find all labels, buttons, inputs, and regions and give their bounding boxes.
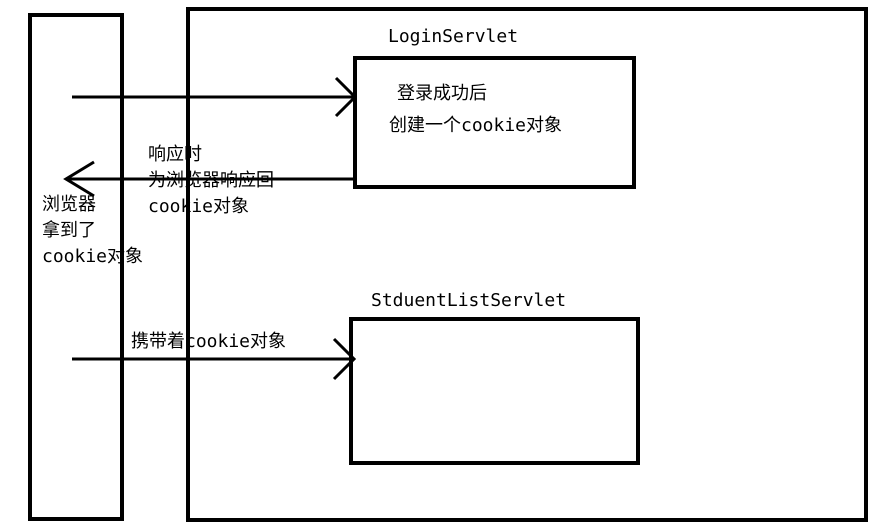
response-note-line-1: 响应时	[148, 144, 202, 165]
browser-box	[28, 13, 124, 521]
response-note-line-3: cookie对象	[148, 196, 250, 217]
browser-label-line-1: 浏览器	[42, 194, 96, 215]
server-container-box	[186, 7, 868, 522]
carry-cookie-arrow	[72, 337, 357, 381]
student-list-servlet-title: StduentListServlet	[371, 290, 567, 311]
request-arrow	[72, 76, 358, 118]
login-servlet-box	[353, 56, 636, 189]
login-servlet-text-1: 登录成功后	[397, 83, 487, 104]
response-note-line-2: 为浏览器响应回	[148, 170, 274, 191]
student-list-servlet-box	[349, 317, 640, 465]
carry-cookie-label: 携带着cookie对象	[131, 331, 287, 352]
browser-label-line-3: cookie对象	[42, 246, 144, 267]
response-arrow	[63, 160, 355, 198]
login-servlet-text-2: 创建一个cookie对象	[389, 115, 563, 136]
login-servlet-title: LoginServlet	[388, 26, 519, 47]
browser-label-line-2: 拿到了	[42, 220, 96, 241]
